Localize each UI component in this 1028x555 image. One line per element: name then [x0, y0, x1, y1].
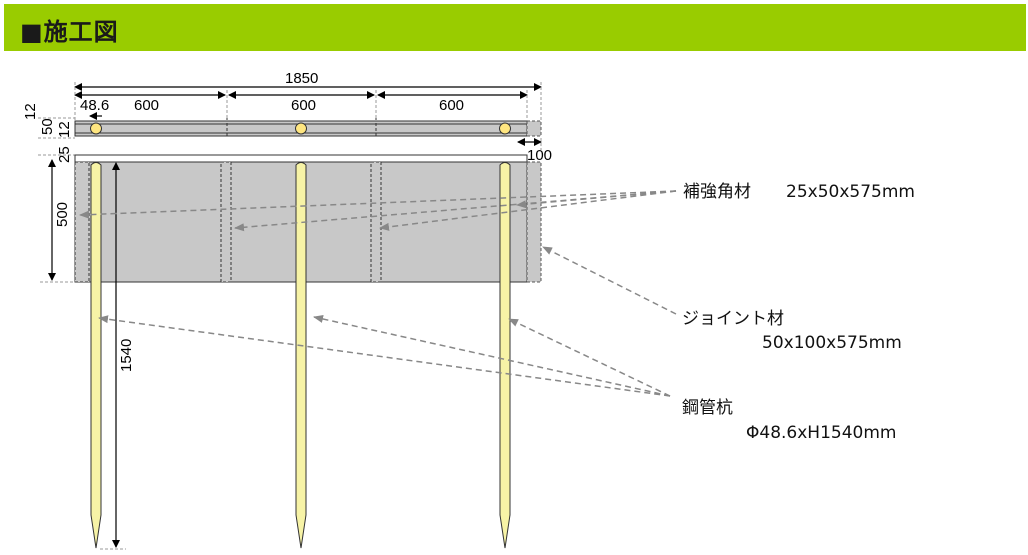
- dim-top-12: 12: [22, 103, 39, 120]
- steel-pile-3: [499, 162, 511, 549]
- dim-span-3: 600: [439, 97, 464, 114]
- dimension-lines-top: [74, 83, 542, 146]
- pipe-top-1: [90, 122, 102, 135]
- header-bar: ■施工図: [4, 4, 1026, 51]
- callout-joint-size: 50x100x575mm: [762, 333, 902, 353]
- dim-span-2: 600: [291, 97, 316, 114]
- steel-pile-1: [90, 162, 102, 549]
- dim-panel-height: 500: [54, 202, 71, 227]
- dim-span-1: 600: [134, 97, 159, 114]
- callout-reinforcement-name: 補強角材: [683, 182, 751, 202]
- callout-pile-size: Φ48.6xH1540mm: [746, 423, 896, 443]
- leader-lines: [79, 190, 677, 397]
- page-title: ■施工図: [20, 18, 119, 46]
- dim-pipe-diameter: 48.6: [80, 97, 109, 114]
- dim-gap-25: 25: [56, 146, 73, 163]
- dim-overhang: 100: [527, 147, 552, 164]
- dim-top-50: 50: [39, 118, 56, 135]
- steel-pile-2: [295, 162, 307, 549]
- front-view-panel: [74, 154, 542, 283]
- callout-joint-name: ジョイント材: [682, 309, 784, 329]
- pipe-top-3: [499, 122, 511, 135]
- callout-reinforcement-size: 25x50x575mm: [786, 182, 915, 202]
- pipe-top-2: [295, 122, 307, 135]
- dim-top-12b: 12: [56, 121, 73, 138]
- dim-total-width: 1850: [285, 70, 318, 87]
- extension-lines: [38, 82, 542, 550]
- top-view-beam: [74, 118, 542, 138]
- dim-pile-length: 1540: [118, 339, 135, 372]
- callout-pile-name: 鋼管杭: [682, 398, 733, 418]
